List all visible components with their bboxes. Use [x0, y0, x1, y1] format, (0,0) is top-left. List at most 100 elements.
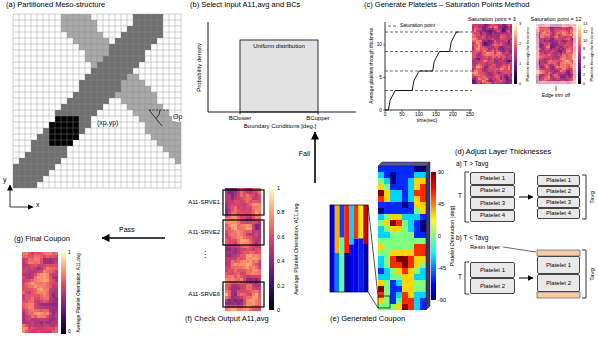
saturation-map: [570, 42, 572, 44]
colorbar: [514, 24, 581, 84]
meso-grid: [85, 92, 91, 98]
saturation-map: [552, 60, 554, 62]
coupon-mesh: [414, 238, 420, 244]
saturation-map: [478, 34, 480, 36]
coupon-mesh: [390, 262, 396, 268]
saturation-map: [568, 54, 570, 56]
saturation-map: [510, 60, 512, 62]
meso-grid: [49, 158, 55, 164]
saturation-map: [568, 56, 570, 58]
coupon-mesh: [378, 166, 384, 172]
saturation-map: [510, 80, 512, 82]
meso-grid: [55, 158, 61, 164]
meso-grid: [79, 32, 85, 38]
zoom-inset: [359, 238, 364, 292]
coupon-mesh: [402, 274, 408, 280]
orientation-map: [258, 191, 261, 194]
saturation-map: [564, 60, 566, 62]
saturation-map: [474, 60, 476, 62]
meso-grid: [133, 14, 134, 188]
saturation-map: [476, 26, 478, 28]
orientation-map: [225, 200, 228, 203]
saturation-map: [510, 78, 512, 80]
saturation-map: [554, 78, 556, 80]
saturation-map: [478, 24, 480, 26]
saturation-map: [570, 36, 572, 38]
saturation-map: [540, 58, 542, 60]
saturation-map: [508, 54, 510, 56]
orientation-map: [252, 200, 255, 203]
saturation-map: [568, 66, 570, 68]
saturation-map: [558, 58, 560, 60]
saturation-map: [484, 44, 486, 46]
saturation-map: [480, 50, 482, 52]
saturation-map: [496, 40, 498, 42]
saturation-map: [550, 52, 552, 54]
meso-grid: [73, 104, 79, 110]
meso-grid: [133, 32, 139, 38]
saturation-map: [510, 56, 512, 58]
saturation-map: [510, 82, 512, 84]
coupon-mesh: [378, 232, 384, 238]
orientation-map: [231, 191, 234, 194]
meso-grid: [37, 158, 43, 164]
saturation-map: [486, 72, 488, 74]
saturation-map: [566, 70, 568, 72]
orientation-map: [231, 221, 234, 224]
saturation-map: [560, 50, 562, 52]
meso-grid: [79, 128, 85, 134]
saturation-map: [542, 74, 544, 76]
saturation-map: [544, 52, 546, 54]
meso-grid: [79, 20, 85, 26]
coupon-mesh: [396, 280, 402, 286]
saturation-map: [480, 46, 482, 48]
meso-grid: [133, 50, 139, 56]
saturation-map: [498, 44, 500, 46]
saturation-map: [480, 64, 482, 66]
saturation-map: [544, 50, 546, 52]
saturation-map: [506, 52, 508, 54]
saturation-map: [494, 68, 496, 70]
saturation-map: [482, 46, 484, 48]
saturation-map: [478, 64, 480, 66]
saturation-map: [498, 68, 500, 70]
orientation-map: [228, 191, 231, 194]
orientation-map: [246, 224, 249, 227]
saturation-map: [540, 60, 542, 62]
saturation-map: [494, 32, 496, 34]
meso-grid: [85, 14, 91, 20]
coupon-mesh: [402, 250, 408, 256]
meso-grid: [127, 74, 133, 80]
step-plot: [383, 45, 470, 112]
meso-grid: [73, 122, 79, 128]
meso-grid: [97, 74, 103, 80]
axis-arrows: [10, 207, 33, 208]
meso-grid: [133, 74, 139, 80]
saturation-map: [554, 62, 556, 64]
saturation-map: [542, 30, 544, 32]
saturation-map: [486, 32, 488, 34]
saturation-map: [548, 34, 550, 36]
saturation-map: [484, 48, 486, 50]
saturation-map: [556, 72, 558, 74]
orientation-map: [246, 221, 249, 224]
saturation-map: [502, 76, 504, 78]
saturation-map: [558, 34, 560, 36]
coupon-mesh: [402, 214, 408, 220]
meso-grid: [151, 20, 157, 26]
saturation-map: [556, 56, 558, 58]
saturation-map: [476, 80, 478, 82]
saturation-map: [542, 38, 544, 40]
saturation-map: [502, 66, 504, 68]
saturation-map: [566, 36, 568, 38]
meso-grid: [139, 104, 145, 110]
meso-grid: [73, 14, 79, 20]
saturation-map: [500, 60, 502, 62]
saturation-map: [496, 32, 498, 34]
saturation-map: [548, 64, 550, 66]
saturation-map: [500, 68, 502, 70]
saturation-map: [558, 66, 560, 68]
meso-grid: [103, 86, 109, 92]
saturation-map: [564, 56, 566, 58]
saturation-map: [496, 46, 498, 48]
